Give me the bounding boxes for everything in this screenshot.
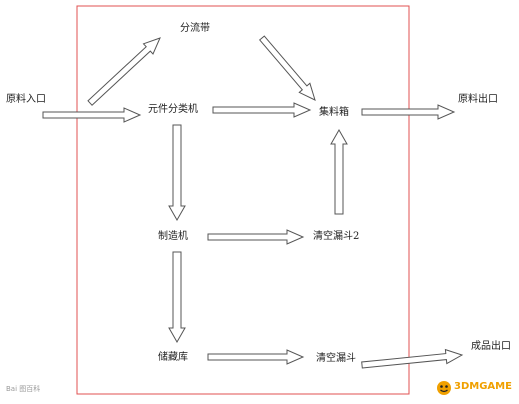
node-fabricator: 制造机: [158, 231, 188, 242]
arrow-shunt-belt-to-collector: [258, 35, 316, 101]
node-splitter: 元件分类机: [148, 104, 198, 115]
watermark-baidu: Bai 图百科: [6, 385, 41, 393]
node-product-output: 成品出口: [471, 341, 511, 352]
arrow-storage-to-clear-hopper: [207, 349, 305, 365]
arrow-fabricator-to-storage: [168, 251, 186, 344]
node-storage: 储藏库: [158, 352, 188, 363]
node-clear-hopper-2: 清空漏斗2: [313, 231, 360, 242]
node-collector: 集料箱: [319, 107, 349, 118]
arrow-splitter-to-collector: [212, 102, 312, 118]
arrow-collector-to-raw-output: [361, 104, 456, 120]
arrow-group: [42, 35, 464, 369]
arrow-fabricator-to-clear-hopper-2: [207, 229, 305, 245]
node-clear-hopper: 清空漏斗: [316, 353, 356, 364]
3dm-logo-icon: [437, 381, 451, 395]
node-raw-input: 原料入口: [6, 94, 46, 105]
arrow-clear-hopper-2-to-collector: [330, 128, 348, 215]
arrow-splitter-to-fabricator: [168, 124, 186, 222]
arrow-raw-input-to-splitter: [42, 107, 142, 123]
watermark-3dm-text: 3DMGAME: [454, 381, 512, 392]
node-raw-output: 原料出口: [458, 94, 498, 105]
system-boundary-frame: [76, 5, 410, 395]
arrow-clear-hopper-to-product-output: [361, 348, 464, 369]
node-shunt-belt: 分流带: [180, 23, 210, 34]
arrow-splitter-to-shunt-belt: [87, 37, 161, 106]
